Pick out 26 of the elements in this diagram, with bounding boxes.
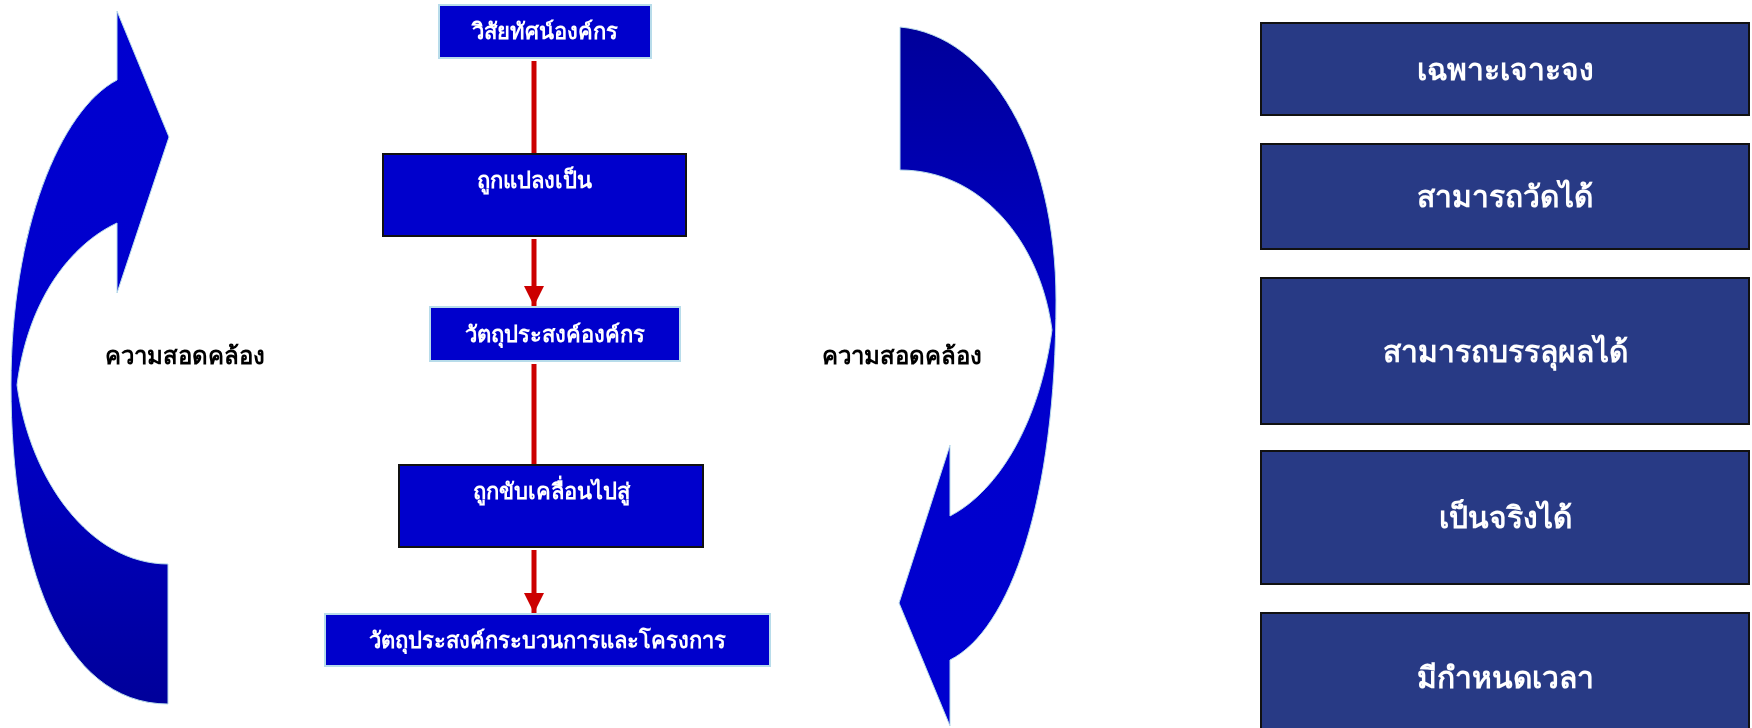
side-label: ความสอดคล้อง bbox=[105, 340, 265, 372]
box-text: ถูกขับเคลื่อนไปสู่ bbox=[472, 474, 630, 509]
criterion-box bbox=[1260, 277, 1750, 425]
criterion-box bbox=[1260, 612, 1750, 728]
arrow bbox=[524, 239, 544, 306]
connector-line bbox=[531, 364, 537, 464]
box-text: ถูกแปลงเป็น bbox=[477, 165, 592, 197]
criterion-box bbox=[1260, 143, 1750, 250]
process-box bbox=[398, 464, 704, 548]
box-text: วัตถุประสงค์กระบวนการและโครงการ bbox=[369, 625, 726, 656]
box-text: สามารถวัดได้ bbox=[1417, 178, 1593, 216]
box-text: วิสัยทัศน์องค์กร bbox=[472, 17, 618, 46]
box-text: มีกำหนดเวลา bbox=[1416, 658, 1594, 697]
arrow bbox=[524, 550, 544, 613]
process-box bbox=[438, 4, 652, 59]
process-box bbox=[429, 306, 681, 362]
criterion-box bbox=[1260, 22, 1750, 116]
box-text: สามารถบรรลุผลได้ bbox=[1382, 332, 1628, 373]
box-text: วัตถุประสงค์องค์กร bbox=[465, 319, 645, 350]
process-box bbox=[324, 613, 771, 667]
box-text: เฉพาะเจาะจง bbox=[1416, 50, 1594, 89]
criterion-box bbox=[1260, 450, 1750, 585]
process-box bbox=[382, 153, 687, 237]
box-text: เป็นจริงได้ bbox=[1438, 498, 1572, 537]
connector-line bbox=[531, 61, 537, 153]
side-label: ความสอดคล้อง bbox=[822, 340, 982, 372]
